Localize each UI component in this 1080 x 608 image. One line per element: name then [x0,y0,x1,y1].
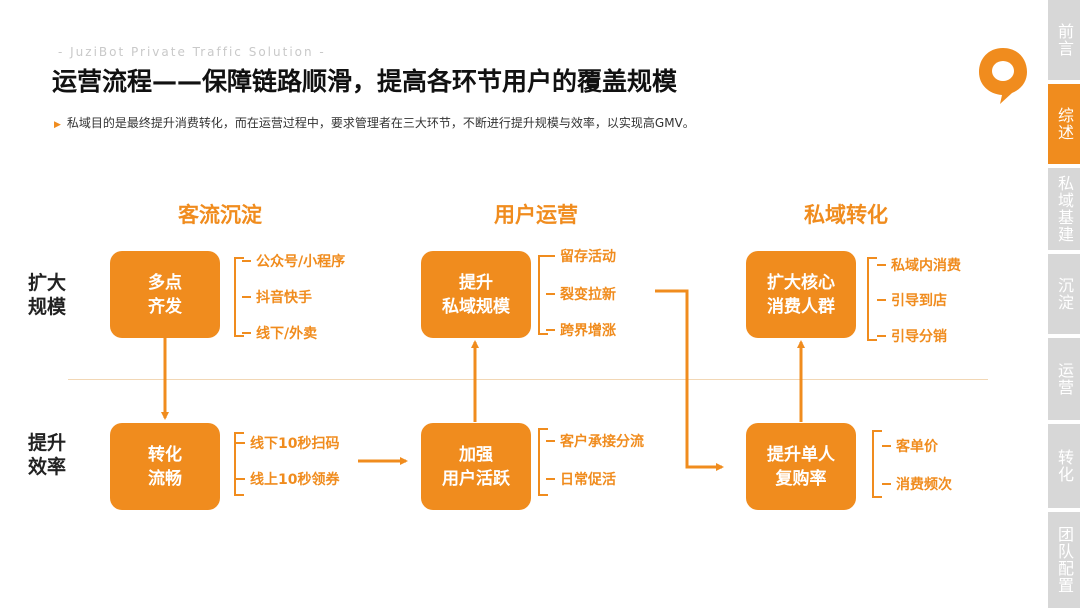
node-private-scale: 提升 私域规模 [421,251,531,338]
nav-item-team[interactable]: 团队配置 [1048,512,1080,608]
intro-line: ▶ 私域目的是最终提升消费转化，而在运营过程中，要求管理者在三大环节，不断进行提升… [54,114,695,131]
column-title-conversion: 私域转化 [804,203,888,227]
node-smooth-conversion: 转化 流畅 [110,423,220,510]
item-purchase-frequency: 消费频次 [882,474,952,494]
bracket-multi-point [234,257,244,337]
node-multi-point: 多点 齐发 [110,251,220,338]
nav-item-overview[interactable]: 综述 [1048,84,1080,164]
item-daily-engagement: 日常促活 [546,469,616,489]
nav-item-infrastructure[interactable]: 私域基建 [1048,168,1080,250]
item-online-coupon: 线上10秒领券 [235,469,339,489]
node-user-activity: 加强 用户活跃 [421,423,531,510]
item-average-order: 客单价 [882,436,938,456]
item-offline-delivery: 线下/外卖 [241,323,317,343]
column-title-accumulation: 客流沉淀 [178,203,262,227]
intro-text: 私域目的是最终提升消费转化，而在运营过程中，要求管理者在三大环节，不断进行提升规… [66,116,695,130]
arrow-elbow-to-repurchase [655,289,724,471]
node-core-consumers: 扩大核心 消费人群 [746,251,856,338]
nav-item-operation[interactable]: 运营 [1048,338,1080,420]
item-private-consumption: 私域内消费 [877,255,961,275]
item-customer-routing: 客户承接分流 [546,431,644,451]
nav-item-preface[interactable]: 前言 [1048,0,1080,80]
item-offline-scan: 线下10秒扫码 [235,433,339,453]
bracket-smooth-conversion [234,432,244,496]
nav-item-accumulation[interactable]: 沉淀 [1048,254,1080,334]
node-repurchase-rate: 提升单人 复购率 [746,423,856,510]
eyebrow-text: - JuziBot Private Traffic Solution - [58,45,326,59]
item-guide-to-store: 引导到店 [877,290,947,310]
item-douyin-kuaishou: 抖音快手 [242,287,312,307]
item-official-account: 公众号/小程序 [241,251,345,271]
triangle-bullet-icon: ▶ [54,120,61,130]
nav-item-conversion[interactable]: 转化 [1048,424,1080,508]
bracket-core-consumers [867,257,877,341]
item-guide-distribution: 引导分销 [877,326,947,346]
bracket-private-scale [538,255,548,335]
item-retention-activity: 留存活动 [546,246,616,266]
bracket-repurchase-rate [872,430,882,498]
speech-bubble-logo [979,48,1027,104]
row-label-scale: 扩大 规模 [27,272,66,318]
item-crossover-growth: 跨界增涨 [546,320,616,340]
bracket-user-activity [538,428,548,496]
item-fission-acquisition: 裂变拉新 [546,284,616,304]
section-nav: 前言 综述 私域基建 沉淀 运营 转化 团队配置 [1048,0,1080,608]
row-divider [68,379,988,380]
page-title: 运营流程——保障链路顺滑，提高各环节用户的覆盖规模 [52,67,678,96]
column-title-operation: 用户运营 [494,203,578,227]
row-label-efficiency: 提升 效率 [27,432,66,478]
